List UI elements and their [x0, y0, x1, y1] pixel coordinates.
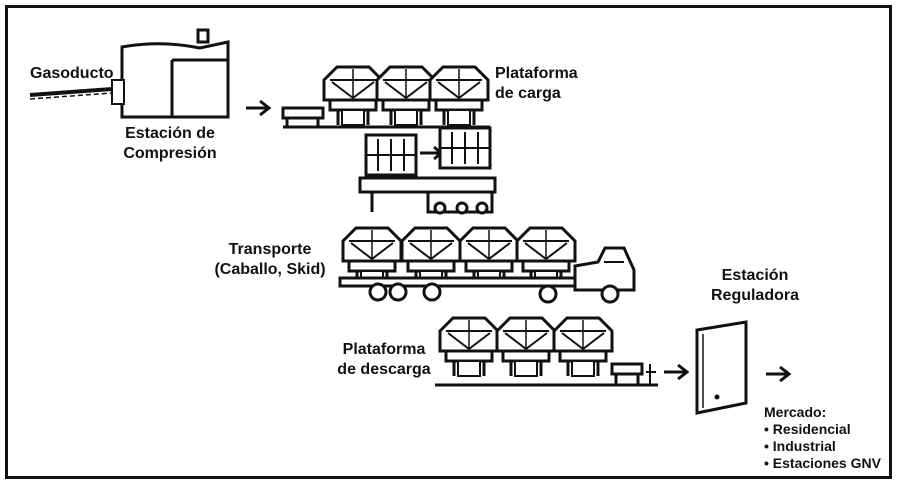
label-transporte: Transporte (Caballo, Skid)	[200, 240, 340, 280]
arrow-icon	[662, 363, 689, 381]
label-estacion-compresion-line1: Estación de	[125, 125, 215, 142]
label-plataforma-descarga: Plataforma de descarga	[332, 340, 436, 380]
market-item-estaciones-gnv: • Estaciones GNV	[764, 455, 881, 471]
label-estacion-reguladora-line1: Estación	[721, 267, 789, 284]
label-estacion-reguladora-line2: Reguladora	[710, 287, 799, 304]
regulator-cabinet-icon	[695, 320, 748, 415]
label-gasoducto: Gasoducto	[30, 65, 114, 82]
market-list: Mercado: • Residencial • Industrial • Es…	[764, 404, 881, 472]
label-plataforma-carga-line1: Plataforma	[495, 65, 578, 82]
label-transporte-line2: (Caballo, Skid)	[214, 261, 326, 278]
label-estacion-reguladora: Estación Reguladora	[700, 266, 810, 306]
label-estacion-compresion: Estación de Compresión	[110, 124, 230, 164]
label-plataforma-descarga-line2: de descarga	[337, 361, 431, 378]
loading-operation	[358, 126, 497, 215]
market-item-industrial: • Industrial	[764, 438, 836, 454]
arrow-icon	[244, 99, 271, 117]
unloading-platform	[435, 316, 658, 387]
label-plataforma-descarga-line1: Plataforma	[342, 341, 426, 358]
market-item-residencial: • Residencial	[764, 421, 851, 437]
market-title: Mercado:	[764, 404, 827, 420]
arrow-icon	[764, 365, 791, 383]
label-transporte-line1: Transporte	[228, 241, 312, 258]
truck-icon	[338, 226, 636, 304]
label-estacion-compresion-line2: Compresión	[123, 145, 217, 162]
pipeline-icon	[29, 87, 113, 100]
loading-platform	[281, 65, 490, 129]
label-plataforma-carga-line2: de carga	[495, 85, 561, 102]
compression-station-icon	[111, 28, 230, 119]
label-plataforma-carga: Plataforma de carga	[495, 64, 578, 104]
